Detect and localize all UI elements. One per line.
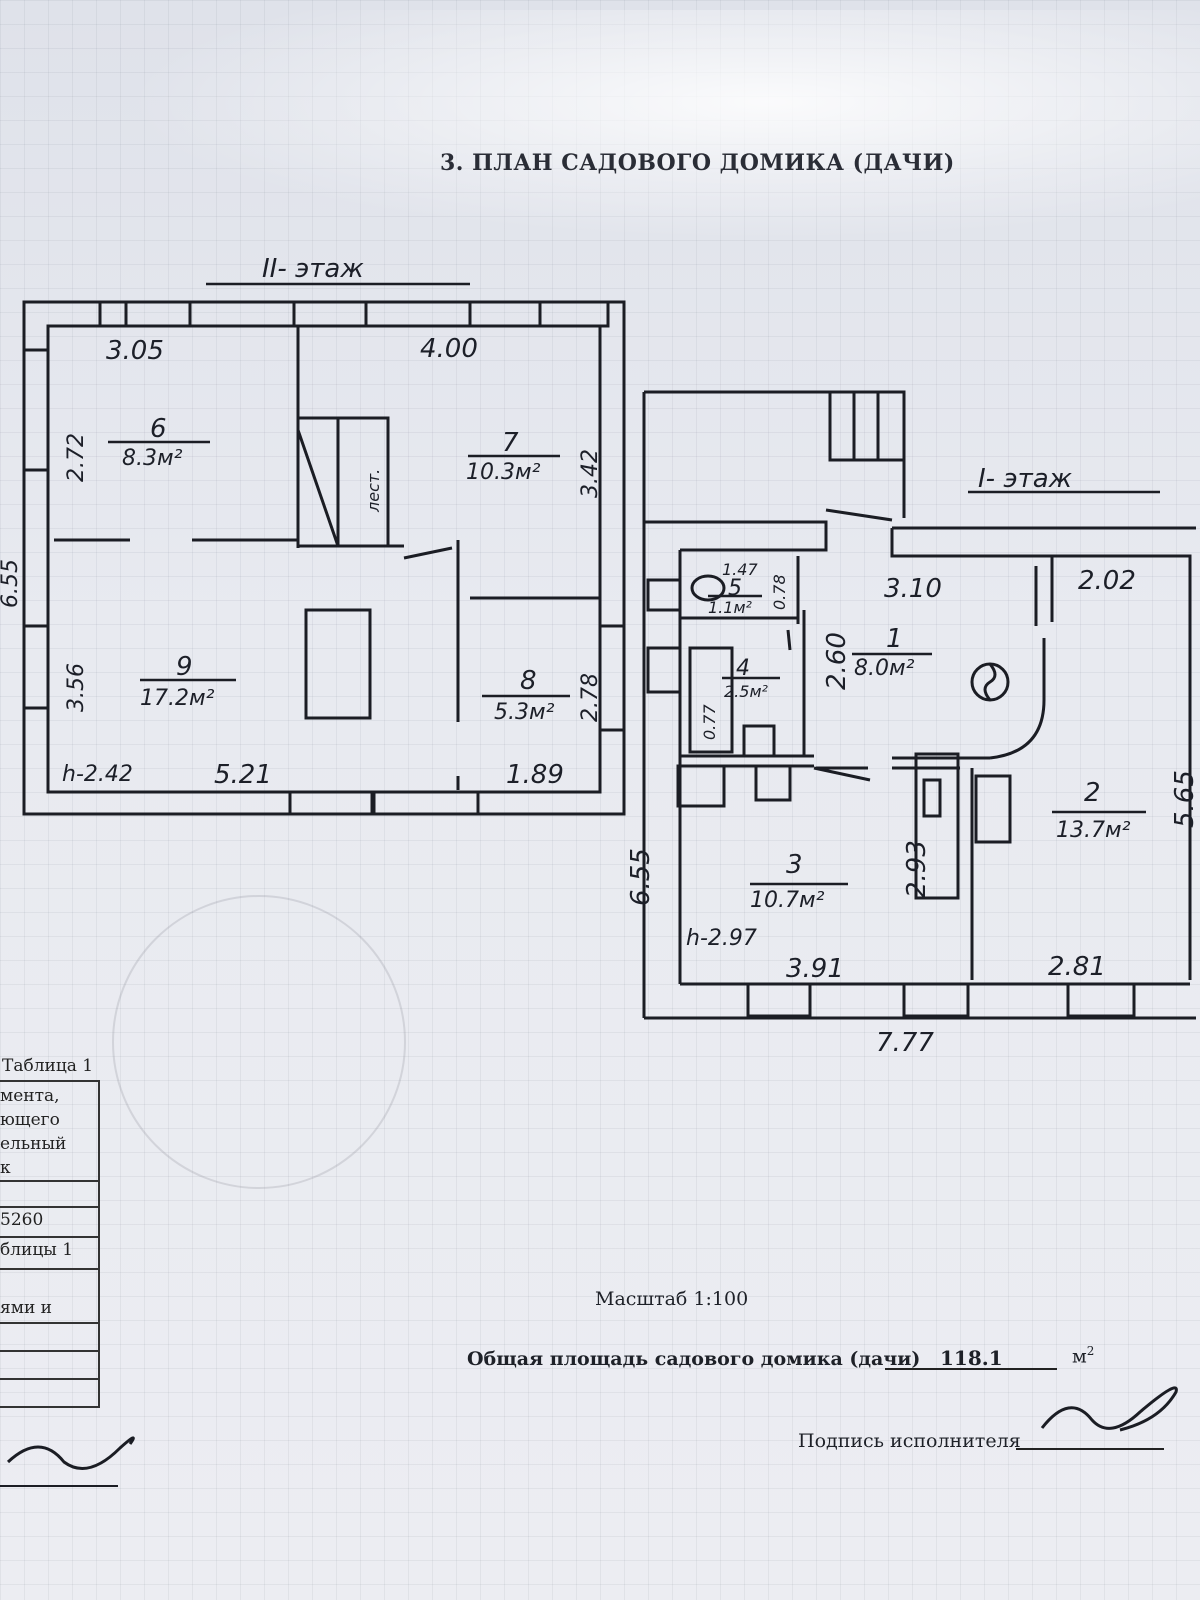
floor1-room-2-number: 2 [1084, 778, 1101, 808]
floor1-room-5-area: 1.1м² [708, 598, 752, 617]
floor1-room-4-number: 4 [736, 656, 750, 681]
floor2-dim-room7-height: 3.42 [578, 449, 603, 498]
lamination-glare [120, 10, 1200, 240]
floor2-dim-top-right: 4.00 [420, 334, 478, 364]
floor2-stair-opening [304, 608, 372, 720]
floor1-porch-outline [644, 390, 906, 518]
floor2-dim-bottom-left: 5.21 [214, 760, 272, 790]
scale-label: Масштаб 1:100 [595, 1288, 749, 1310]
floor1-dim-wc-width: 1.47 [722, 560, 758, 579]
signature-label: Подпись исполнителя [798, 1430, 1021, 1452]
floor2-dim-room8-height: 2.78 [578, 673, 603, 722]
floor1-dim-bath-width: 0.77 [700, 704, 719, 740]
total-area-label: Общая площадь садового домика (дачи) [467, 1348, 921, 1370]
floor2-room-8-number: 8 [520, 666, 537, 696]
table1-caption: Таблица 1 [2, 1056, 94, 1076]
floor1-dim-room2-height: 5.65 [1170, 770, 1200, 828]
signature-scribble-left [6, 1436, 135, 1470]
floor2-room-9-area: 17.2м² [140, 686, 215, 711]
floor2-stair-label: лест. [364, 468, 383, 512]
floor2-room-7-area: 10.3м² [466, 460, 541, 485]
floor1-room-5-number: 5 [728, 576, 742, 601]
table1-line-5: 5260 [0, 1210, 44, 1230]
floor1-dim-overall-width: 7.77 [876, 1028, 934, 1058]
floor2-room-7-number: 7 [502, 428, 519, 458]
floor1-dim-room2-width: 2.02 [1078, 566, 1136, 596]
floor2-label: II- этаж [262, 254, 364, 284]
table1 [0, 1080, 100, 1408]
floor1-label: I- этаж [978, 464, 1073, 494]
floor1-room-3-number: 3 [786, 850, 803, 880]
faded-stamp [112, 895, 406, 1189]
document-title: 3. ПЛАН САДОВОГО ДОМИКА (ДАЧИ) [440, 150, 955, 176]
floor1-dim-overall-height: 6.55 [626, 848, 656, 906]
total-area-unit: м2 [1072, 1344, 1095, 1368]
floor2-dim-bottom-right: 1.89 [506, 760, 564, 790]
total-area-value: 118.1 [940, 1346, 1003, 1370]
floor2-staircase [296, 416, 390, 548]
table1-line-3: ельный [0, 1134, 67, 1154]
floor2-dim-room9-height: 3.56 [64, 663, 89, 712]
signature-line [1016, 1448, 1164, 1450]
floor2-dim-top-left: 3.05 [106, 336, 164, 366]
floor1-room-4-area: 2.5м² [724, 682, 768, 701]
floor2-outer-wall [22, 300, 626, 816]
floor1-dim-bottom-right: 2.81 [1048, 952, 1106, 982]
table1-line-7: ями и [0, 1298, 53, 1318]
floor2-dim-room6-height: 2.72 [64, 433, 89, 482]
table1-line-2: ющего [0, 1110, 60, 1130]
floor2-room-9-number: 9 [176, 652, 193, 682]
floor2-room-8-area: 5.3м² [494, 700, 555, 725]
table1-line-4: к [0, 1158, 11, 1178]
table1-line-1: мента, [0, 1086, 60, 1106]
floor1-room-2-area: 13.7м² [1056, 818, 1131, 843]
total-area-underline [885, 1368, 1057, 1370]
floor1-dim-hall-height: 2.60 [822, 632, 852, 690]
floor1-ceiling-height: h-2.97 [686, 926, 757, 951]
floor2-dim-overall-height: 6.55 [0, 559, 23, 608]
floor1-dim-bottom-left: 3.91 [786, 954, 844, 984]
floor2-ceiling-height: h-2.42 [62, 762, 133, 787]
floor2-room-6-area: 8.3м² [122, 446, 183, 471]
floor1-dim-hall-width: 3.10 [884, 574, 942, 604]
table1-line-6: блицы 1 [0, 1240, 74, 1260]
floor2-room-6-number: 6 [150, 414, 167, 444]
floor1-porch-steps [828, 390, 906, 462]
floor1-room-1-number: 1 [886, 624, 903, 654]
signature-scribble [1040, 1386, 1178, 1432]
floor1-dim-room3-height: 2.93 [902, 840, 932, 898]
floor1-room-1-area: 8.0м² [854, 656, 915, 681]
floor1-dim-wc-depth: 0.78 [770, 574, 789, 610]
floor1-room-3-area: 10.7м² [750, 888, 825, 913]
